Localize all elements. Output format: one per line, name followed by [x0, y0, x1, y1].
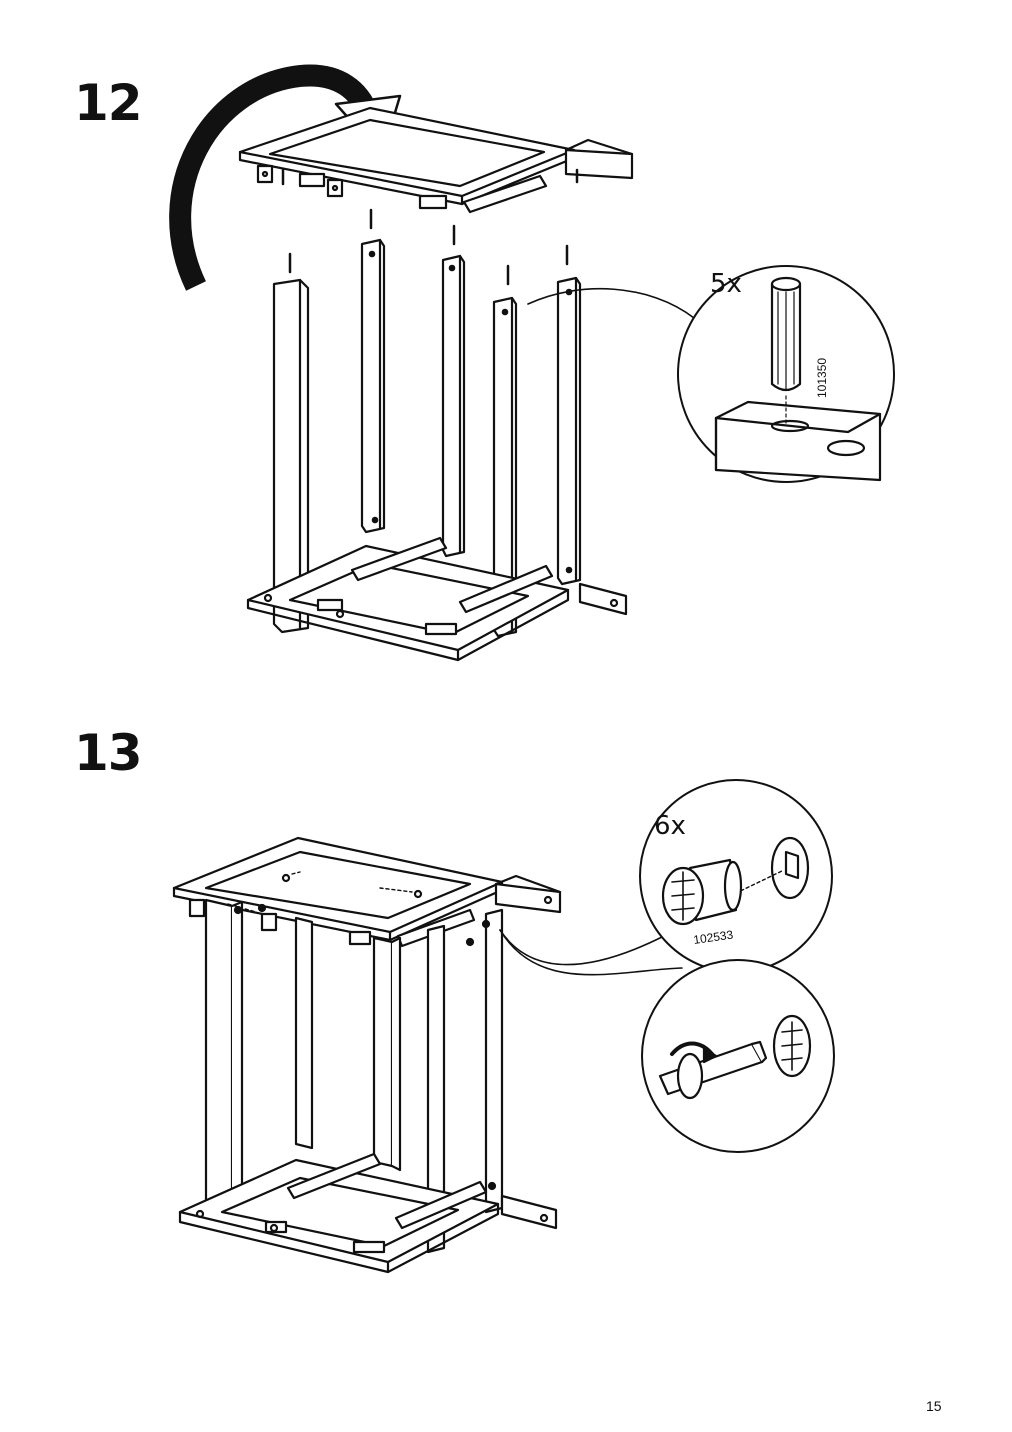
dowel-icon	[770, 276, 802, 425]
cam-lock-top-icon	[772, 1014, 812, 1078]
step-13-number: 13	[74, 724, 143, 782]
dowel-callout	[527, 265, 895, 483]
step-13-part-number: 102533	[692, 927, 734, 946]
step-12-number: 12	[74, 74, 143, 132]
step-13-illustration: 6x 102533	[172, 779, 835, 1274]
assembled-base	[178, 1152, 558, 1274]
step-12-part-number: 101350	[815, 358, 829, 398]
screwdriver-icon	[658, 1040, 768, 1100]
cam-lock-callout	[639, 779, 833, 973]
top-frame	[238, 106, 634, 214]
step-12-quantity: 5x	[710, 269, 742, 299]
screwdriver-callout	[641, 959, 835, 1153]
page-number: 15	[926, 1398, 942, 1414]
assembled-legs	[204, 898, 504, 1254]
callout-leader	[499, 929, 665, 966]
dowels	[281, 168, 579, 286]
base-frame	[246, 536, 628, 662]
cam-lock-icon	[661, 858, 743, 926]
step-13-quantity: 6x	[654, 811, 686, 841]
step-12-illustration: 5x 101350	[169, 64, 895, 662]
